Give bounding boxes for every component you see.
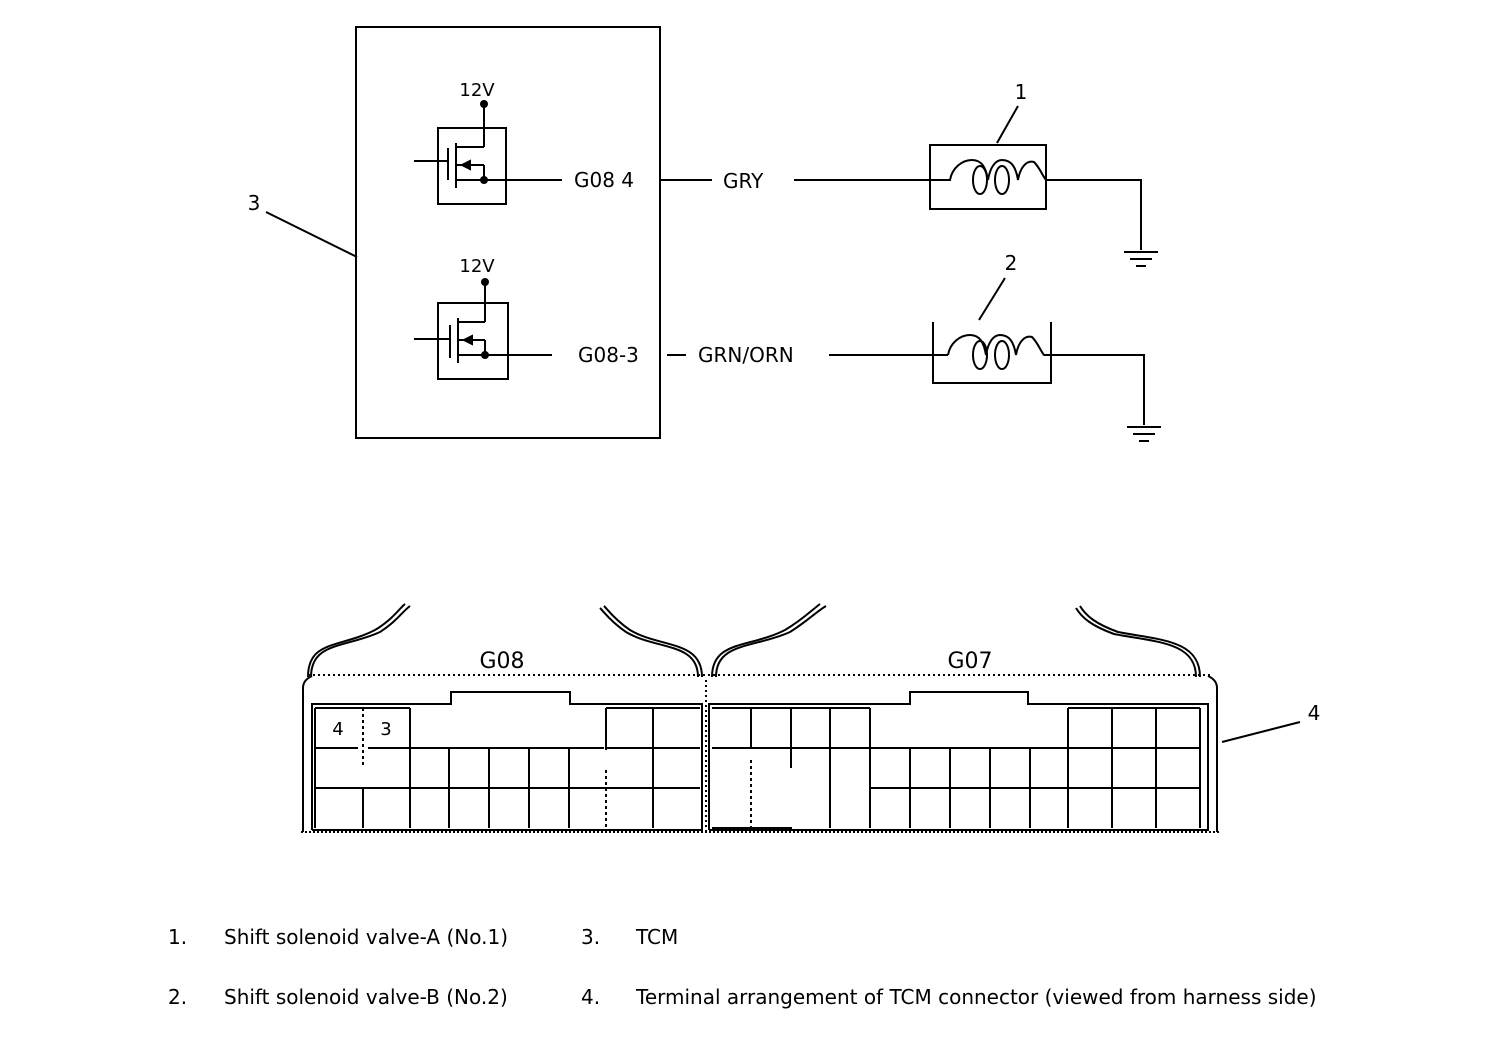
- wire-label-a: GRY: [723, 169, 764, 193]
- solenoid-b-leader-line: [978, 277, 1006, 321]
- terminal-label-3: 3: [380, 719, 391, 740]
- supply-terminal-b-icon: [481, 278, 489, 286]
- solenoid-a-leader-line: [996, 105, 1019, 144]
- connector-callout: 4: [1308, 701, 1321, 725]
- solenoid-a-callout: 1: [1015, 80, 1028, 104]
- driver-transistor-a: [414, 100, 562, 205]
- tcm-connector-face: [301, 603, 1219, 833]
- ground-b-icon: [1127, 426, 1161, 442]
- solenoid-a-coil-icon: [929, 144, 1047, 210]
- ground-wire-a: [1046, 179, 1142, 250]
- ground-a-icon: [1124, 251, 1158, 267]
- connector-block-label-g07: G07: [947, 649, 992, 674]
- terminal-label-4: 4: [332, 719, 343, 740]
- connector-leader-line: [1221, 721, 1301, 743]
- ground-wire-b: [1051, 354, 1145, 425]
- tcm-leader-line: [265, 211, 358, 258]
- wire-label-b: GRN/ORN: [698, 343, 794, 367]
- supply-terminal-a-icon: [480, 100, 488, 108]
- solenoid-b-callout: 2: [1005, 251, 1018, 275]
- supply-label-a: 12V: [459, 80, 495, 101]
- connector-block-label-g08: G08: [479, 649, 524, 674]
- pin-label-a: G08 4: [574, 168, 634, 192]
- driver-transistor-b: [414, 278, 552, 380]
- supply-label-b: 12V: [459, 256, 495, 277]
- solenoid-b-coil-icon: [932, 322, 1052, 384]
- tcm-callout: 3: [248, 191, 261, 215]
- tcm-box: [355, 26, 661, 439]
- pin-label-b: G08-3: [578, 343, 639, 367]
